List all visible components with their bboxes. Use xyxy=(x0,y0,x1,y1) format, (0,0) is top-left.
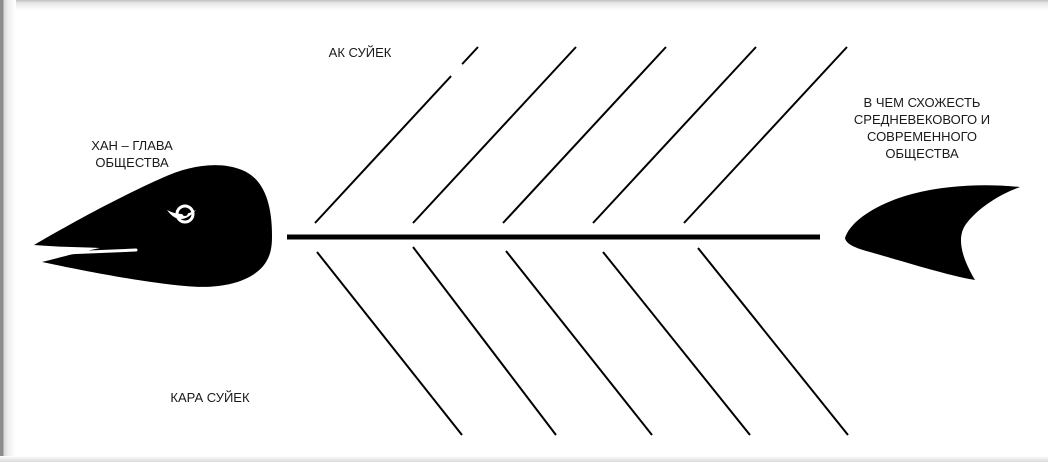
fish-head-icon xyxy=(34,165,272,287)
upper-bones xyxy=(315,47,847,223)
tail-label: В ЧЕМ СХОЖЕСТЬ СРЕДНЕВЕКОВОГО И СОВРЕМЕН… xyxy=(812,94,1032,162)
lower-bone xyxy=(698,248,848,435)
upper-bone xyxy=(503,47,666,223)
head-label: ХАН – ГЛАВА ОБЩЕСТВА xyxy=(52,137,212,171)
lower-bones xyxy=(317,247,848,435)
upper-bone xyxy=(593,47,756,223)
upper-bone xyxy=(413,47,576,223)
lower-bone xyxy=(317,252,462,435)
lower-bone xyxy=(603,252,750,435)
top-bones-label: АК СУЙЕК xyxy=(300,44,420,61)
bottom-bones-label: КАРА СУЙЕК xyxy=(130,389,290,406)
lower-bone xyxy=(506,251,652,435)
fish-tail-icon xyxy=(845,185,1020,280)
lower-bone xyxy=(413,247,556,435)
